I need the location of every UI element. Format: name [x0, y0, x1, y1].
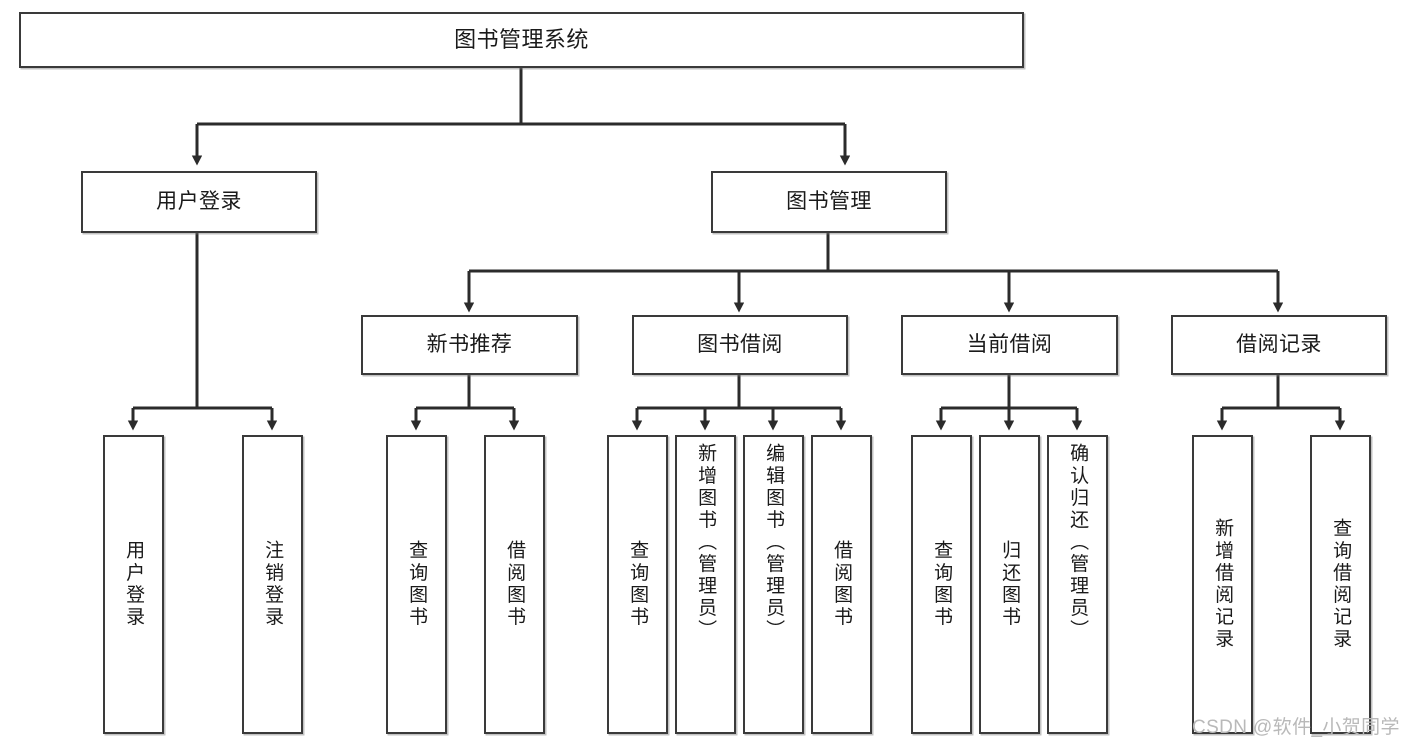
- node-label: 图书借阅: [697, 333, 783, 357]
- node-user-login[interactable]: 用户登录: [81, 171, 317, 233]
- node-label: 查询借阅记录: [1330, 518, 1352, 651]
- node-label: 借阅图书: [504, 540, 526, 629]
- node-label: 当前借阅: [966, 333, 1053, 357]
- csdn-watermark: CSDN @软件_小贺同学: [1192, 717, 1400, 738]
- node-label: 确认归还（管理员）: [1067, 443, 1089, 642]
- leaf-borrow-borrow-book[interactable]: 借阅图书: [811, 435, 872, 734]
- node-book-borrow[interactable]: 图书借阅: [632, 315, 848, 375]
- node-label: 查询图书: [406, 540, 428, 629]
- node-label: 新书推荐: [426, 333, 513, 357]
- node-label: 编辑图书（管理员）: [763, 443, 785, 642]
- leaf-current-confirm-return-admin[interactable]: 确认归还（管理员）: [1047, 435, 1108, 734]
- node-label: 注销登录: [262, 540, 284, 629]
- node-label: 查询图书: [627, 540, 649, 629]
- leaf-borrow-edit-book-admin[interactable]: 编辑图书（管理员）: [743, 435, 804, 734]
- leaf-current-query-book[interactable]: 查询图书: [911, 435, 972, 734]
- node-label: 查询图书: [931, 540, 953, 629]
- node-label: 新增图书（管理员）: [695, 443, 717, 642]
- node-book-management[interactable]: 图书管理: [711, 171, 947, 233]
- node-root-system[interactable]: 图书管理系统: [19, 12, 1024, 68]
- leaf-user-login-login[interactable]: 用户登录: [103, 435, 164, 734]
- node-label: 归还图书: [999, 540, 1021, 629]
- leaf-user-login-logout[interactable]: 注销登录: [242, 435, 303, 734]
- node-label: 借阅记录: [1236, 333, 1322, 357]
- node-new-book-recommend[interactable]: 新书推荐: [361, 315, 578, 375]
- leaf-recommend-query-book[interactable]: 查询图书: [386, 435, 447, 734]
- node-borrow-record[interactable]: 借阅记录: [1171, 315, 1387, 375]
- node-current-borrow[interactable]: 当前借阅: [901, 315, 1118, 375]
- leaf-borrow-query-book[interactable]: 查询图书: [607, 435, 668, 734]
- leaf-record-add-record[interactable]: 新增借阅记录: [1192, 435, 1253, 734]
- leaf-current-return-book[interactable]: 归还图书: [979, 435, 1040, 734]
- node-label: 用户登录: [156, 190, 242, 214]
- node-label: 图书管理系统: [454, 26, 589, 52]
- leaf-recommend-borrow-book[interactable]: 借阅图书: [484, 435, 545, 734]
- node-label: 新增借阅记录: [1212, 518, 1234, 651]
- node-label: 图书管理: [786, 190, 872, 214]
- leaf-borrow-add-book-admin[interactable]: 新增图书（管理员）: [675, 435, 736, 734]
- node-label: 用户登录: [123, 540, 145, 629]
- node-label: 借阅图书: [831, 540, 853, 629]
- leaf-record-query-record[interactable]: 查询借阅记录: [1310, 435, 1371, 734]
